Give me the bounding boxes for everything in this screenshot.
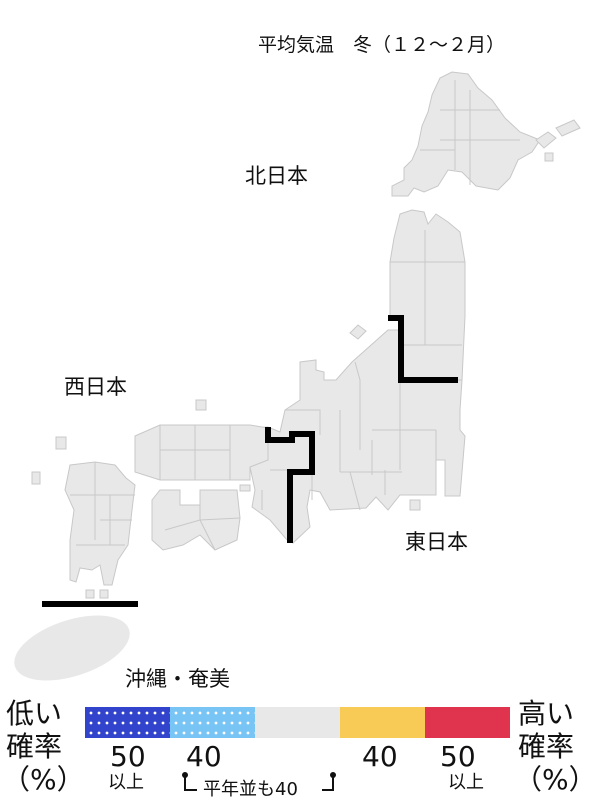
region-label-north: 北日本 xyxy=(245,164,308,188)
hokkaido-borders xyxy=(420,80,520,185)
legend-swatch-low-50 xyxy=(85,707,170,738)
kyushu xyxy=(64,461,136,586)
legend-suffix-low: 以上 xyxy=(108,772,144,793)
goto-island xyxy=(31,471,41,485)
shikoku-borders xyxy=(164,505,241,551)
legend-value-low-40: 40 xyxy=(186,740,222,773)
legend-swatch-high-40 xyxy=(340,707,425,738)
shikoku xyxy=(151,489,241,551)
legend-swatch-high-50 xyxy=(425,707,510,738)
legend-value-high-40: 40 xyxy=(362,740,398,773)
legend-swatch-low-40 xyxy=(170,707,255,738)
japan-map xyxy=(14,71,581,681)
legend-value-high-50: 50 xyxy=(440,740,476,773)
legend-high-label-1: 高い xyxy=(518,697,575,730)
awaji-island xyxy=(239,484,251,492)
hokkaido-island-2 xyxy=(555,119,581,137)
legend-suffix-high: 以上 xyxy=(448,772,484,793)
region-label-east: 東日本 xyxy=(405,530,468,554)
okinawa-amami xyxy=(14,615,130,681)
legend-normal-note: 平年並も40 xyxy=(203,779,298,800)
legend-high-label-2: 確率 xyxy=(518,730,575,763)
yakushima-island xyxy=(99,589,109,599)
west-honshu-borders xyxy=(159,425,231,480)
legend-value-low-50: 50 xyxy=(110,740,146,773)
kyushu-borders xyxy=(70,462,135,546)
legend-high-unit: （%） xyxy=(514,763,597,796)
tsushima-island xyxy=(55,436,67,450)
legend-low-unit: （%） xyxy=(2,763,85,796)
izu-island xyxy=(409,499,421,511)
oki-island xyxy=(195,399,207,411)
hokkaido xyxy=(391,71,541,197)
west-honshu xyxy=(134,424,269,481)
legend-low-label-1: 低い xyxy=(6,697,63,730)
hokkaido-island-3 xyxy=(544,152,554,162)
legend-swatch-normal xyxy=(255,707,340,738)
tohoku-borders xyxy=(390,230,465,346)
tohoku xyxy=(389,209,466,381)
legend-low-label-2: 確率 xyxy=(6,730,63,763)
region-label-okinawa: 沖縄・奄美 xyxy=(125,667,230,691)
east-japan-borders xyxy=(261,361,437,511)
tanegashima-island xyxy=(85,589,95,599)
west-east-boundary xyxy=(265,427,315,543)
hokkaido-island-1 xyxy=(535,131,557,149)
east-japan xyxy=(249,329,466,544)
sado-island xyxy=(349,324,367,340)
north-east-boundary xyxy=(388,315,458,383)
map-title: 平均気温 冬（１２～２月） xyxy=(258,34,506,56)
region-label-west: 西日本 xyxy=(64,375,127,399)
